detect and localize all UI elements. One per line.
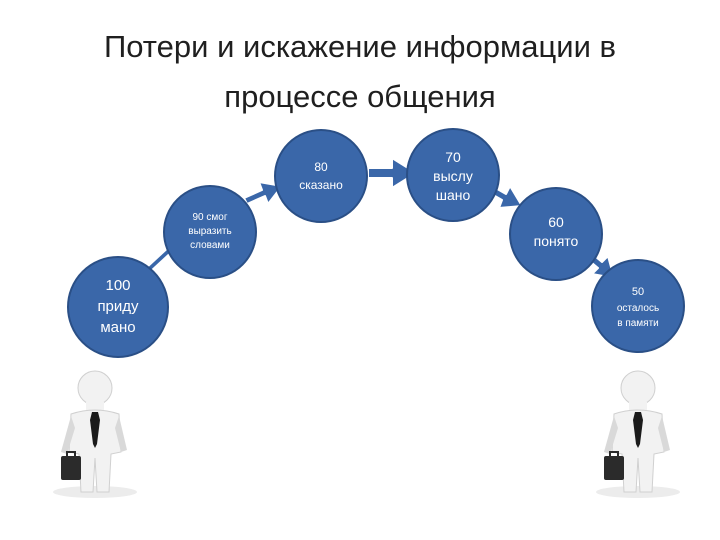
stage-circle <box>67 256 169 358</box>
businessman-left-icon <box>53 370 137 498</box>
stage-circle <box>163 185 257 279</box>
arrow-90-to-80 <box>243 181 283 205</box>
stage-60: 60 понято <box>509 187 603 281</box>
stage-circle <box>509 187 603 281</box>
stage-80: 80 сказано <box>274 129 368 223</box>
stage-label-line: 60 <box>548 214 564 230</box>
stage-label-line: выслу <box>433 168 473 184</box>
stage-label-line: шано <box>436 187 471 203</box>
stage-label-line: выразить <box>188 226 231 237</box>
stage-50: 50 осталось в памяти <box>591 259 685 353</box>
stage-label-line: сказано <box>299 178 343 192</box>
stage-70: 70 выслу шано <box>406 128 500 222</box>
stage-label-line: 70 <box>445 149 461 165</box>
page-title-line-1: Потери и искажение информации в <box>103 29 617 64</box>
stage-circle <box>274 129 368 223</box>
stage-circle <box>591 259 685 353</box>
stage-90: 90 смог выразить словами <box>163 185 257 279</box>
stage-label-line: 80 <box>314 160 328 174</box>
businessman-right-icon <box>596 370 680 498</box>
stage-label-line: словами <box>190 240 230 251</box>
stage-label-line: в памяти <box>617 318 659 329</box>
stage-label-line: понято <box>534 233 579 249</box>
arrow-80-to-70 <box>367 157 417 189</box>
stage-label-line: приду <box>97 298 139 315</box>
stage-label-line: 90 смог <box>193 212 228 223</box>
stage-label-line: мано <box>100 319 135 336</box>
stage-label-line: осталось <box>617 303 659 314</box>
stage-label-line: 100 <box>105 277 130 294</box>
stage-100: 100 приду мано <box>67 256 169 358</box>
stage-circle <box>406 128 500 222</box>
page-title-line-2: процессе общения <box>224 79 496 114</box>
stage-label-line: 50 <box>632 286 644 298</box>
